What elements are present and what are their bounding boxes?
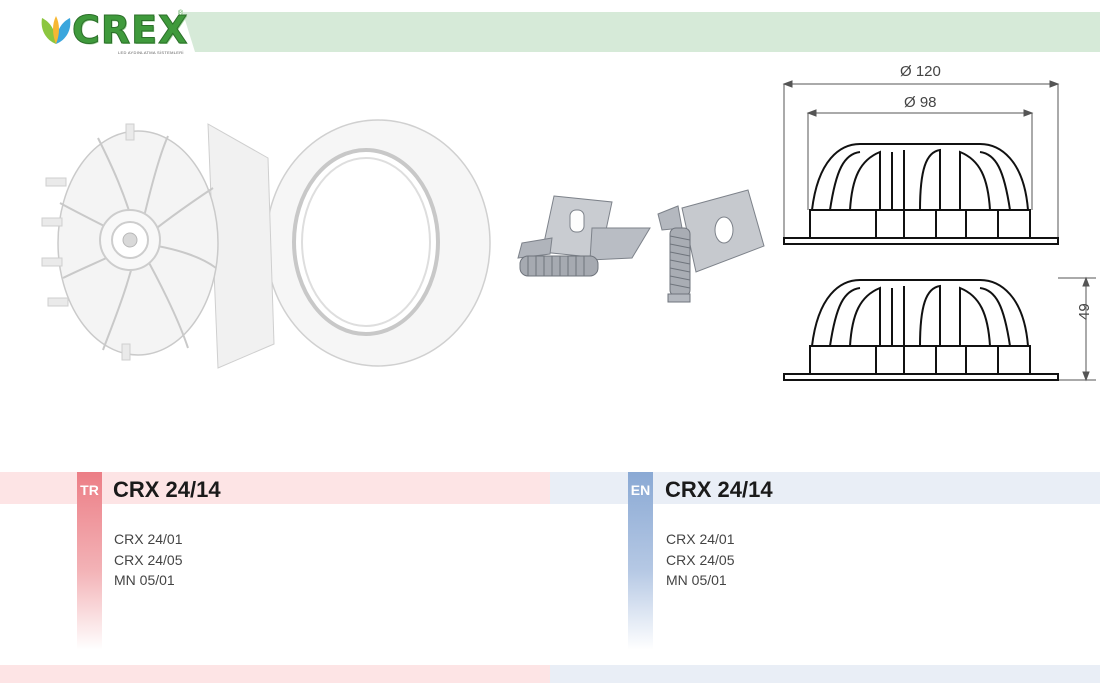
leaf-logo-icon <box>41 16 71 44</box>
list-item: CRX 24/01 <box>114 531 183 547</box>
en-language-code: EN <box>630 482 651 498</box>
tr-product-title: CRX 24/14 <box>113 477 221 502</box>
product-housing-image <box>41 119 491 369</box>
tr-item-list: CRX 24/01 CRX 24/05 MN 05/01 <box>114 529 182 591</box>
inner-diameter-label: Ø 98 <box>904 94 937 111</box>
brand-logo: CREX <box>71 8 189 52</box>
side-view-outline <box>783 279 1059 381</box>
mounting-clip-image <box>657 189 765 303</box>
technical-drawing <box>782 80 1096 382</box>
en-footer-band <box>550 665 1100 683</box>
registered-mark: ® <box>178 10 184 17</box>
logo-panel <box>0 8 195 52</box>
list-item: CRX 24/05 <box>666 551 735 568</box>
brand-tagline: LED AYDINLATMA SİSTEMLERİ <box>118 50 184 55</box>
tr-language-code: TR <box>80 482 99 498</box>
list-item: CRX 24/05 <box>114 551 183 568</box>
en-product-title: CRX 24/14 <box>665 477 773 502</box>
top-view-outline <box>783 143 1059 245</box>
spring-clip-image <box>517 195 651 277</box>
en-accent-bar <box>628 472 653 650</box>
outer-diameter-label: Ø 120 <box>900 63 941 80</box>
list-item: MN 05/01 <box>114 572 175 588</box>
tr-footer-band <box>0 665 550 683</box>
en-item-list: CRX 24/01 CRX 24/05 MN 05/01 <box>666 529 734 591</box>
list-item: MN 05/01 <box>666 572 727 588</box>
tr-accent-bar <box>77 472 102 650</box>
list-item: CRX 24/01 <box>666 531 735 547</box>
height-label: 49 <box>1076 303 1093 320</box>
